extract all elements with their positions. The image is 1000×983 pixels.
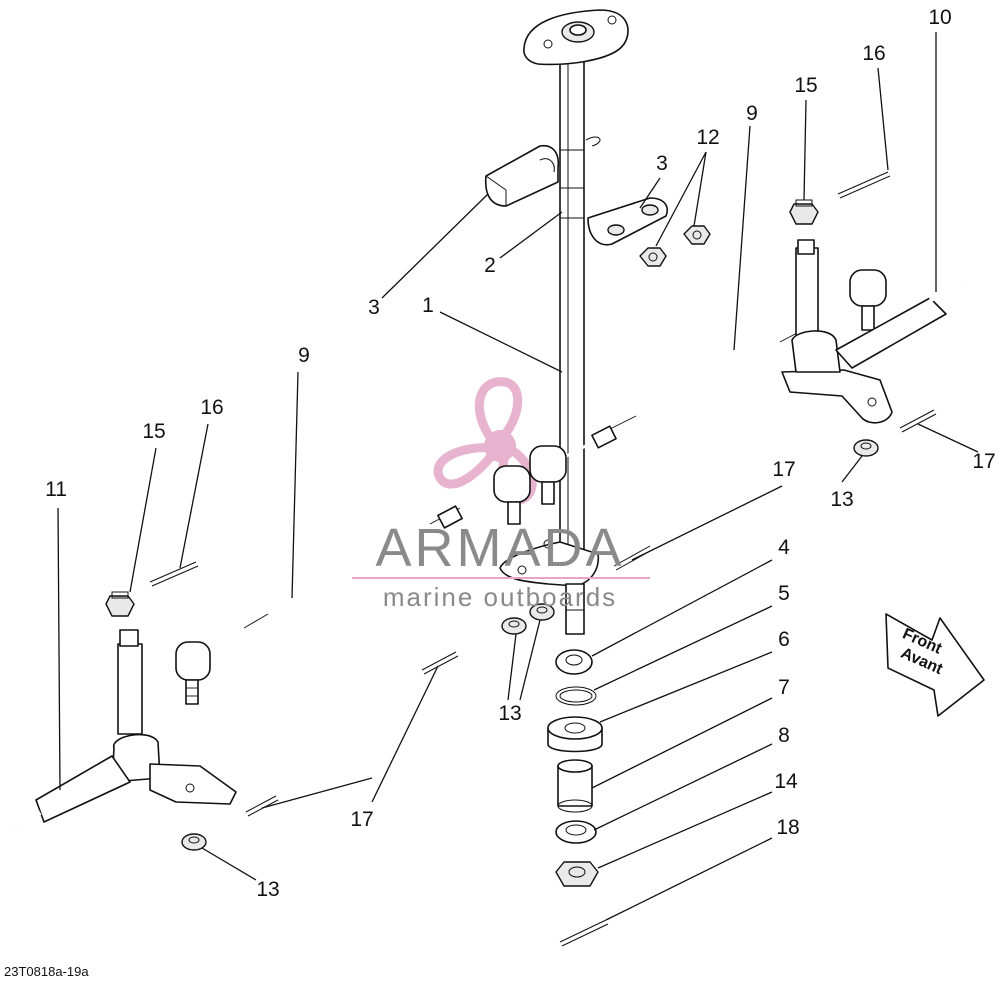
callout-11: 11 (45, 478, 67, 501)
cotter-line-17-left (245, 795, 279, 817)
cotter-pin-18 (559, 919, 609, 947)
flange-nut-center-a (501, 617, 527, 635)
cotter-pin-left (149, 561, 199, 587)
castle-nut-left (105, 591, 135, 617)
callout-15-right: 15 (794, 74, 817, 97)
callout-16-left: 16 (200, 396, 223, 419)
callout-9-left: 9 (298, 344, 310, 367)
figure-reference: 23T0818a-19a (4, 964, 89, 979)
callout-7: 7 (778, 676, 790, 699)
callout-3-right: 3 (656, 152, 668, 175)
castle-nut-right (789, 199, 819, 225)
cotter-line-17-right (899, 409, 937, 433)
nut-14 (555, 861, 599, 887)
steering-column (499, 9, 629, 635)
spindle-left (14, 629, 237, 829)
callout-12: 12 (696, 126, 719, 149)
tie-rod-left (199, 486, 501, 654)
callout-9-right: 9 (746, 102, 758, 125)
bushing-4 (555, 649, 593, 675)
sleeve-7 (557, 759, 593, 813)
callout-13-center: 13 (498, 702, 521, 725)
hex-nut-12b (683, 225, 711, 245)
spindle-right (781, 239, 964, 424)
callout-3-left: 3 (368, 296, 380, 319)
callout-labels: 1 2 3 3 4 5 6 7 8 9 9 10 11 12 13 13 13 … (45, 6, 996, 901)
flange-nut-left (181, 833, 207, 851)
callout-14: 14 (774, 770, 798, 793)
callout-13-right: 13 (830, 488, 853, 511)
callout-15-left: 15 (142, 420, 165, 443)
callout-16-right: 16 (862, 42, 885, 65)
flange-nut-right (853, 439, 879, 457)
flange-nut-center-b (529, 603, 555, 621)
callout-6: 6 (778, 628, 790, 651)
cotter-line-17-mid (421, 651, 459, 675)
front-direction-arrow: Front Avant (885, 613, 985, 717)
ball-joint-left-outer (175, 641, 211, 705)
callout-4: 4 (778, 536, 790, 559)
retaining-ring-5 (555, 686, 597, 706)
callout-10: 10 (928, 6, 951, 29)
callout-2: 2 (484, 254, 496, 277)
callout-8: 8 (778, 724, 790, 747)
cotter-pin-right (837, 171, 891, 199)
hex-nut-12a (639, 247, 667, 267)
washer-6 (547, 716, 603, 753)
callout-13-left: 13 (256, 878, 279, 901)
column-clamp-right (587, 197, 668, 246)
callout-17-center: 17 (772, 458, 795, 481)
callout-1: 1 (422, 294, 434, 317)
callout-5: 5 (778, 582, 790, 605)
ball-joint-right-outer (849, 269, 887, 331)
watermark-tagline: marine outboards (383, 582, 617, 612)
callout-17-right: 17 (972, 450, 995, 473)
bushing-8 (555, 820, 597, 844)
ball-joint-center-b (529, 445, 567, 505)
callout-17-left: 17 (350, 808, 373, 831)
leader-lines (57, 32, 979, 921)
callout-18: 18 (776, 816, 799, 839)
ball-joint-center-a (493, 465, 531, 525)
watermark-brand: ARMADA (375, 518, 624, 578)
column-clamp-left (484, 144, 560, 207)
